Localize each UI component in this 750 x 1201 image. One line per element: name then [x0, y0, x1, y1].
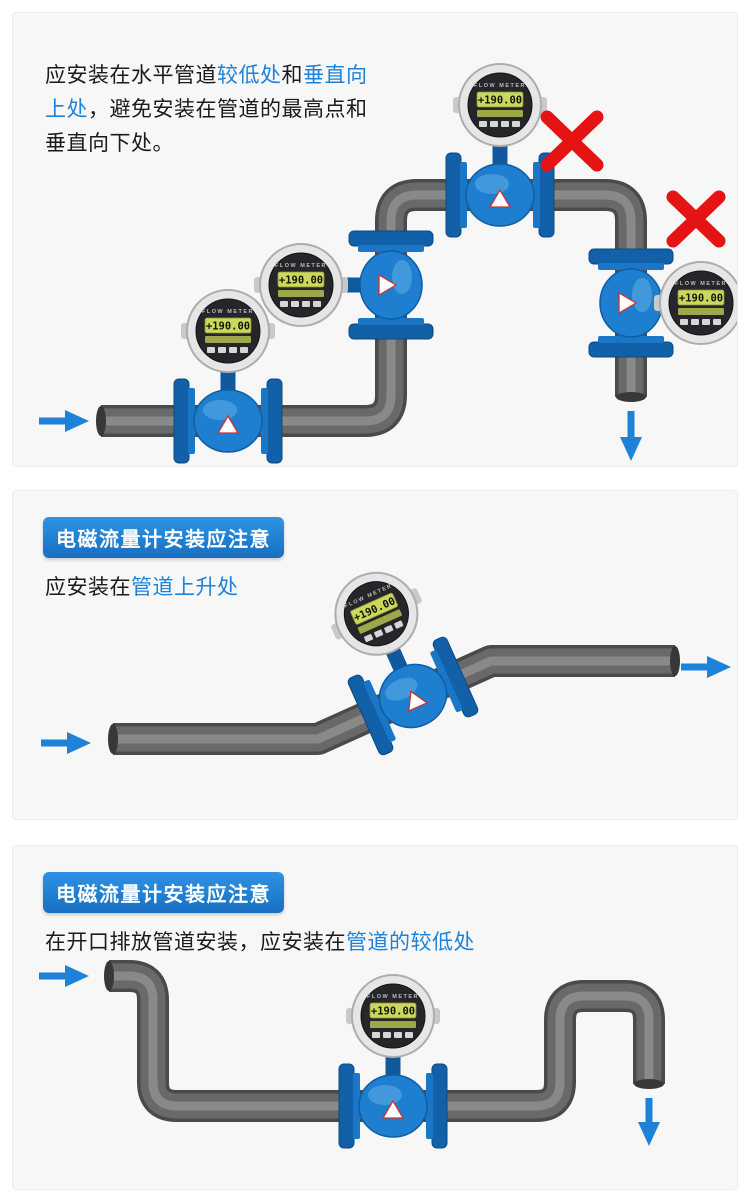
pipe-open-end: [108, 724, 118, 754]
flowmeter-vertical-downflow-wrong: [588, 248, 737, 358]
flowmeter-body: [173, 378, 283, 464]
pipe-open-end: [616, 392, 646, 402]
flowmeter-display-head: [180, 289, 276, 373]
flowmeter-low-point-correct: [338, 974, 448, 1149]
diagram-open-discharge: [39, 960, 665, 1149]
diagram-rising-pipe: [41, 556, 731, 758]
panel-rising-pipe-install: 电磁流量计安装应注意 应安装在管道上升处: [12, 490, 738, 820]
pipe-run: [104, 960, 665, 1122]
flowmeter-highpoint-wrong: [445, 63, 555, 238]
panel-horizontal-install: 应安装在水平管道较低处和垂直向上处，避免安装在管道的最高点和垂直向下处。: [12, 12, 738, 467]
note-text: 应安装在: [45, 576, 131, 599]
flowmeter-vertical-upflow-correct: [253, 230, 434, 340]
flowmeter-display-head: [345, 974, 441, 1058]
note-text-highlight: 较低处: [217, 64, 282, 87]
flowmeter-body: [338, 1063, 448, 1149]
flowmeter-horizontal-low-correct: [173, 289, 283, 464]
flow-arrow-outlet-down: [638, 1098, 660, 1146]
panel1-note: 应安装在水平管道较低处和垂直向上处，避免安装在管道的最高点和垂直向下处。: [45, 59, 381, 161]
panel3-note: 在开口排放管道安装，应安装在管道的较低处: [45, 926, 475, 956]
pipe-open-end: [104, 961, 114, 991]
note-text: 应安装在水平管道: [45, 64, 217, 87]
panel-open-discharge-install: 电磁流量计安装应注意 在开口排放管道安装，应安装在管道的较低处: [12, 845, 738, 1190]
flow-arrow-inlet: [39, 410, 89, 432]
pipe-open-end: [96, 406, 106, 436]
flow-arrow-inlet: [39, 965, 89, 987]
note-text: 和: [281, 64, 303, 87]
flowmeter-display-head: [253, 243, 349, 327]
notice-badge: 电磁流量计安装应注意: [43, 517, 284, 558]
note-text: 在开口排放管道安装，应安装在: [45, 931, 346, 954]
error-x-icon: [540, 110, 604, 172]
notice-badge: 电磁流量计安装应注意: [43, 872, 284, 913]
panel2-note: 应安装在管道上升处: [45, 571, 239, 601]
flow-arrow-outlet: [681, 656, 731, 678]
pipe-run: [96, 179, 647, 437]
note-text-highlight: 管道上升处: [131, 576, 239, 599]
note-text: ，避免安装在管道的最高点和垂直向下处。: [45, 98, 368, 156]
error-x-icon: [666, 190, 726, 248]
flowmeter-display-head: [653, 261, 737, 345]
flowmeter-on-incline-correct: [315, 556, 481, 758]
note-text-highlight: 管道的较低处: [346, 931, 475, 954]
flowmeter-body: [348, 230, 434, 340]
flowmeter-body: [445, 152, 555, 238]
pipe-open-end: [670, 646, 680, 676]
pipe-open-end: [634, 1079, 664, 1089]
flowmeter-display-head: [315, 556, 438, 672]
flow-arrow-outlet-down: [620, 411, 642, 461]
note-text-highlight: 垂直向上处: [45, 64, 368, 122]
diagram-horizontal-install: [39, 63, 737, 464]
flow-arrow-inlet: [41, 732, 91, 754]
flowmeter-display-head: [452, 63, 548, 147]
